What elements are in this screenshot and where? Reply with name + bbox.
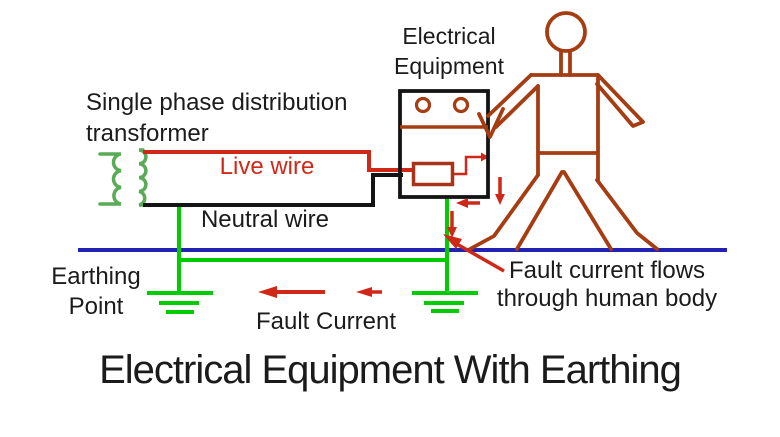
fault-arrows-group (258, 177, 505, 298)
person-torso (529, 73, 600, 182)
equipment-details-group (400, 96, 488, 129)
person-left-arm (486, 73, 540, 129)
fault-arrow-down-earthwire (447, 211, 457, 238)
person-right-arm (595, 73, 645, 128)
neutral-wire-label: Neutral wire (200, 206, 330, 233)
human-figure-icon (468, 11, 659, 251)
transformer-coil-icon (98, 148, 148, 207)
person-right-leg (562, 170, 659, 251)
earth-symbol-left (147, 291, 213, 314)
neutral-wire-group (143, 173, 403, 207)
callout-arrow-body-fault (443, 234, 505, 273)
fuse-element (411, 161, 455, 187)
transformer-label: Single phase distribution transformer (86, 89, 348, 147)
earthing-point-label: Earthing Point (51, 263, 141, 320)
live-wire-line (143, 150, 414, 172)
earthing-wires-group (147, 197, 478, 314)
equipment-label: Electrical Equipment (394, 23, 504, 79)
equipment-knob-right (452, 96, 470, 114)
earth-symbol-right (412, 291, 478, 313)
fault-arrow-ground-short (356, 287, 382, 297)
primary-coil (98, 152, 122, 206)
person-head (545, 11, 587, 53)
person-left-leg (468, 170, 564, 251)
neutral-wire-line (143, 173, 403, 207)
diagram-title: Electrical Equipment With Earthing (99, 348, 682, 392)
equipment-box-group (398, 89, 490, 199)
fault-current-label: Fault Current (255, 308, 397, 335)
fault-arrow-ground-long (258, 286, 325, 298)
equipment-knob-left (414, 96, 432, 114)
secondary-coil (138, 148, 148, 207)
fault-body-label: Fault current flows through human body (496, 257, 718, 312)
fault-step-arrowhead (481, 152, 489, 162)
person-neck (559, 49, 572, 77)
live-wire-label: Live wire (219, 153, 315, 180)
live-wire-group (143, 150, 489, 176)
person-left-hand (477, 107, 505, 139)
fault-arrow-left-under-case (456, 198, 480, 208)
fault-step-wire (453, 155, 481, 176)
fault-arrow-down-case (495, 177, 505, 205)
equipment-case (398, 89, 490, 199)
